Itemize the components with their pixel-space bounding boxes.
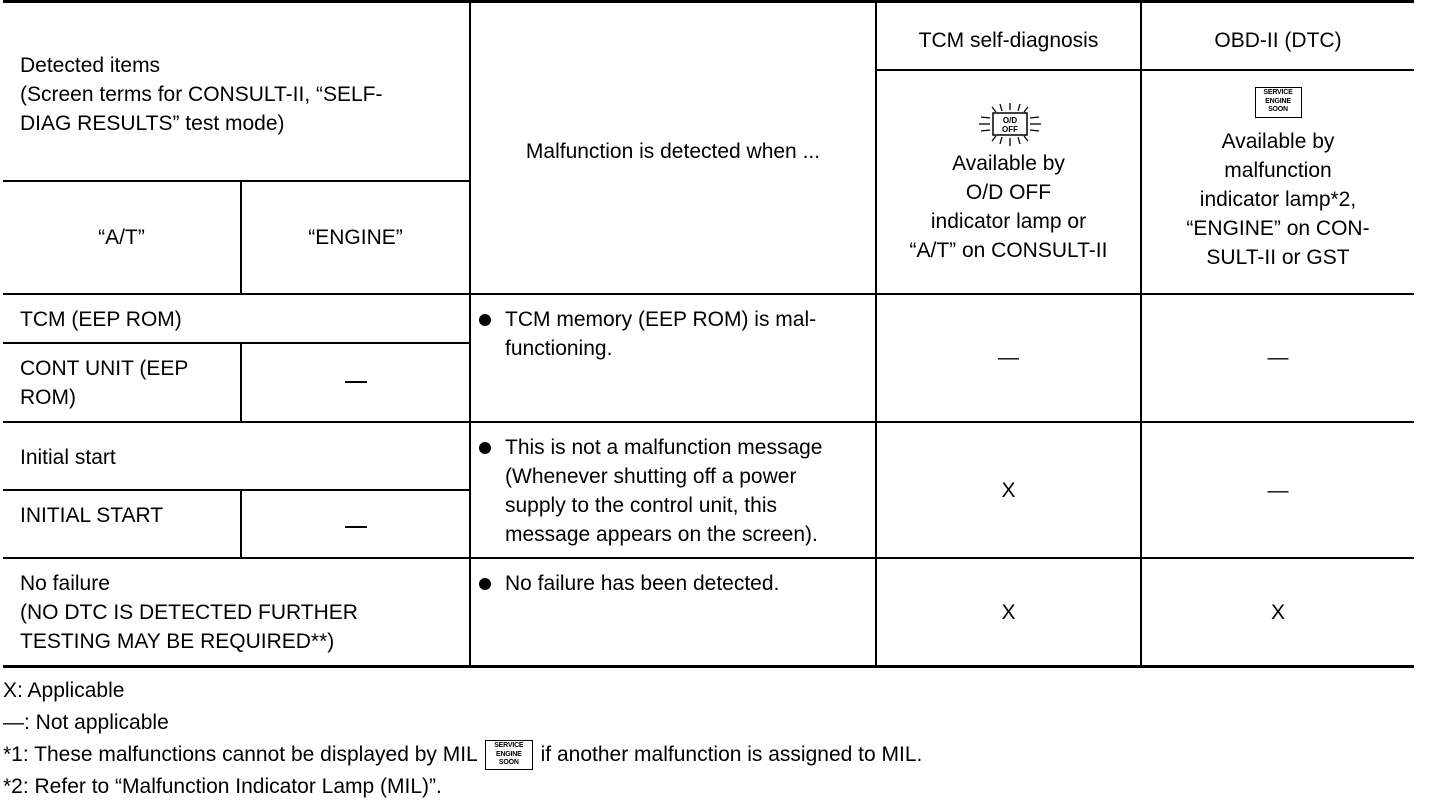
footnote-x: X: Applicable (3, 679, 125, 702)
service-engine-soon-icon: SERVICE ENGINE SOON (1254, 87, 1302, 118)
header-malfunction: Malfunction is detected when ... (525, 140, 821, 163)
header-tcm-self-diagnosis: TCM self-diagnosis (918, 29, 1099, 52)
header-obd: OBD-II (DTC) (1214, 29, 1342, 52)
footnote-2: *2: Refer to “Malfunction Indicator Lamp… (3, 775, 442, 798)
header-text: “A/T” on CONSULT-II (909, 239, 1108, 262)
row-malfunction-desc: This is not a malfunction message (Whene… (479, 433, 874, 549)
header-text: Detected items (20, 54, 161, 77)
header-text: (Screen terms for CONSULT-II, “SELF- (20, 83, 383, 106)
row-item-label: INITIAL START (20, 504, 164, 527)
grid-line (3, 293, 1414, 295)
bullet-icon (479, 314, 491, 326)
header-engine: “ENGINE” (308, 226, 403, 249)
row-item-label: No failure (NO DTC IS DETECTED FURTHER T… (20, 572, 358, 653)
grid-line (876, 69, 1414, 71)
header-text: indicator lamp or (930, 210, 1087, 233)
grid-line (469, 3, 471, 668)
header-text: malfunction (1224, 159, 1332, 182)
header-text: “ENGINE” on CON- (1186, 217, 1370, 240)
footnote-dash: —: Not applicable (3, 711, 169, 734)
row-malfunction-desc: No failure has been detected. (479, 569, 874, 598)
service-engine-soon-icon: SERVICE ENGINE SOON (484, 740, 533, 771)
header-obd-available: SERVICE ENGINE SOON Available by malfunc… (1142, 87, 1414, 272)
row-malfunction-desc: TCM memory (EEP ROM) is mal-functioning. (479, 305, 874, 363)
grid-line (1140, 3, 1142, 668)
grid-line (3, 180, 470, 182)
header-text: Available by (1221, 130, 1335, 153)
grid-line (240, 342, 242, 421)
header-detected-items: Detected items (Screen terms for CONSULT… (20, 51, 460, 138)
header-tcm-available: O/D OFF Available by O/D OFF indicator l… (877, 101, 1140, 265)
table-footnotes: X: Applicable —: Not applicable *1: Thes… (3, 675, 922, 803)
grid-line (3, 421, 1414, 423)
grid-line (3, 342, 470, 344)
od-icon-text: O/D (1002, 116, 1016, 125)
bullet-icon (479, 442, 491, 454)
header-text: DIAG RESULTS” test mode) (20, 112, 285, 135)
header-at: “A/T” (98, 226, 145, 249)
self-diag-table: Detected items (Screen terms for CONSULT… (3, 0, 1414, 668)
bullet-icon (479, 578, 491, 590)
grid-line (875, 3, 877, 668)
header-text: O/D OFF (965, 181, 1052, 204)
grid-line (240, 489, 242, 557)
row-tcm-value: — (998, 346, 1019, 369)
row-obd-value: X (1270, 601, 1285, 624)
footnote-1: *1: These malfunctions cannot be display… (3, 739, 922, 771)
grid-line (3, 557, 1414, 559)
row-obd-value: — (1267, 479, 1289, 502)
grid-line (3, 489, 470, 491)
header-text: Available by (952, 152, 1065, 175)
row-item-label: TCM (EEP ROM) (20, 308, 182, 331)
row-tcm-value: X (1001, 479, 1016, 502)
row-item-label: Initial start (20, 446, 116, 469)
grid-line (240, 180, 242, 293)
row-obd-value: — (1267, 346, 1289, 369)
row-item-label: CONT UNIT (EEP ROM) (20, 357, 189, 409)
od-off-lamp-icon: O/D OFF (959, 101, 1059, 149)
row-engine-value (242, 367, 469, 396)
header-text: indicator lamp*2, (1199, 188, 1357, 211)
header-text: SULT-II or GST (1206, 246, 1350, 269)
od-icon-text: OFF (1002, 125, 1018, 134)
row-tcm-value: X (1001, 601, 1016, 624)
row-engine-value (242, 512, 469, 541)
